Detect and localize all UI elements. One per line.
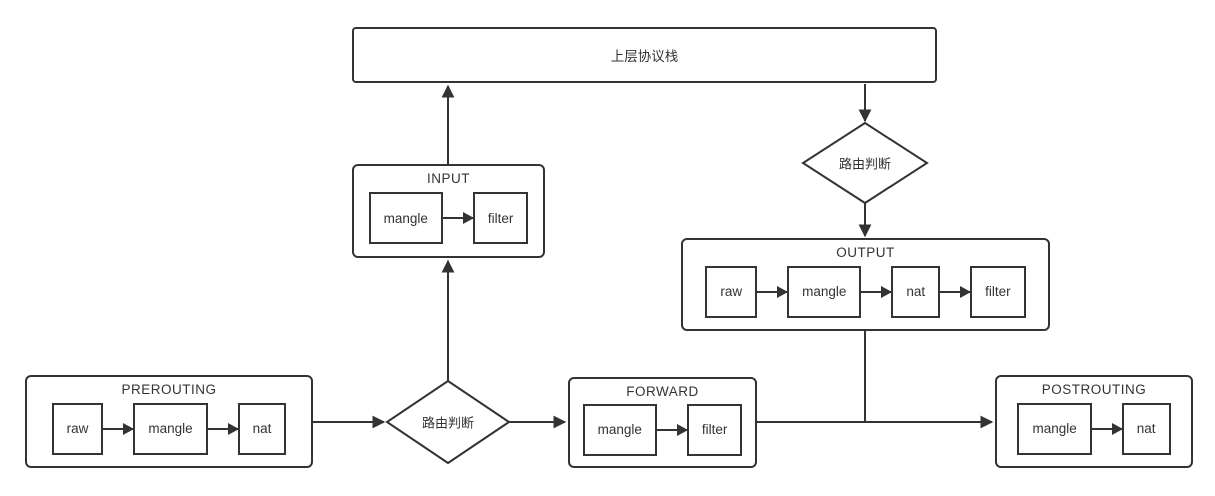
table-box-nat: nat bbox=[237, 402, 287, 455]
table-box-mangle: mangle bbox=[582, 403, 657, 456]
output-chain-title: OUTPUT bbox=[836, 245, 895, 260]
table-box-mangle: mangle bbox=[787, 265, 862, 318]
forward-chain-row: mangle filter bbox=[582, 401, 743, 466]
protocol-stack-box: 上层协议栈 bbox=[352, 27, 937, 83]
table-box-raw: raw bbox=[705, 265, 758, 318]
postrouting-chain-row: mangle nat bbox=[1017, 399, 1171, 466]
output-chain: OUTPUT raw mangle nat filter bbox=[681, 238, 1050, 331]
arrow-right-icon bbox=[656, 423, 688, 436]
forward-chain-title: FORWARD bbox=[626, 384, 699, 399]
arrow-right-icon bbox=[940, 285, 972, 298]
table-box-nat: nat bbox=[1121, 402, 1171, 455]
table-box-filter: filter bbox=[970, 265, 1026, 318]
table-box-nat: nat bbox=[891, 265, 941, 318]
arrow-right-icon bbox=[861, 285, 893, 298]
routing-decision-top-label: 路由判断 bbox=[838, 156, 892, 172]
arrow-right-icon bbox=[757, 285, 789, 298]
protocol-stack-label: 上层协议栈 bbox=[610, 49, 679, 64]
table-box-filter: filter bbox=[686, 403, 743, 456]
prerouting-chain: PREROUTING raw mangle nat bbox=[25, 375, 313, 468]
forward-chain: FORWARD mangle filter bbox=[568, 377, 757, 468]
input-chain: INPUT mangle filter bbox=[352, 164, 545, 258]
input-chain-title: INPUT bbox=[427, 171, 470, 186]
table-box-mangle: mangle bbox=[1017, 402, 1092, 455]
table-box-mangle: mangle bbox=[368, 192, 443, 244]
arrow-right-icon bbox=[442, 212, 474, 224]
arrow-right-icon bbox=[207, 422, 239, 435]
output-chain-row: raw mangle nat filter bbox=[705, 262, 1026, 329]
arrow-right-icon bbox=[1091, 422, 1123, 435]
prerouting-chain-title: PREROUTING bbox=[121, 382, 217, 397]
postrouting-chain-title: POSTROUTING bbox=[1041, 382, 1147, 397]
table-box-mangle: mangle bbox=[133, 402, 208, 455]
input-chain-row: mangle filter bbox=[368, 188, 529, 256]
postrouting-chain: POSTROUTING mangle nat bbox=[995, 375, 1193, 468]
prerouting-chain-row: raw mangle nat bbox=[51, 399, 287, 466]
table-box-filter: filter bbox=[472, 192, 529, 244]
table-box-raw: raw bbox=[51, 402, 104, 455]
routing-decision-bottom-label: 路由判断 bbox=[421, 415, 475, 431]
arrow-right-icon bbox=[103, 422, 135, 435]
